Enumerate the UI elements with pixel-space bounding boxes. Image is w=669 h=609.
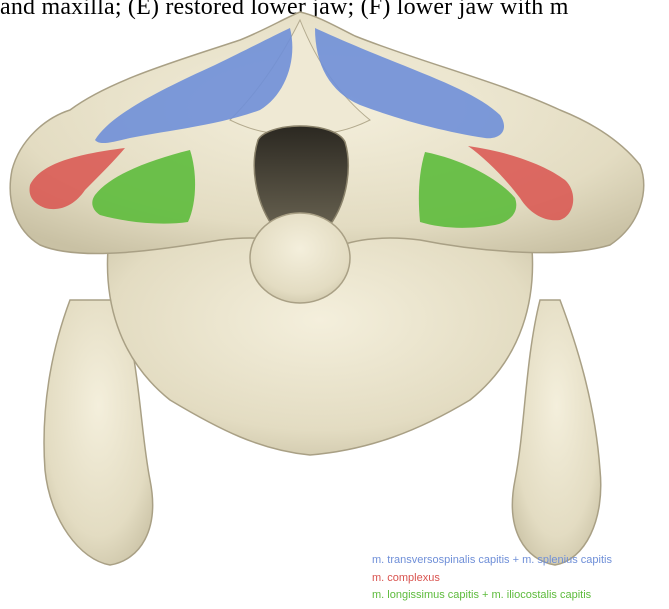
occipital-condyle: [250, 213, 350, 303]
right-quadrate-process: [512, 300, 600, 565]
legend-item-longissimus: m. longissimus capitis + m. iliocostalis…: [372, 587, 612, 605]
legend-item-transversospinalis: m. transversospinalis capitis + m. splen…: [372, 552, 612, 570]
legend-item-complexus: m. complexus: [372, 570, 612, 588]
muscle-legend: m. transversospinalis capitis + m. splen…: [372, 552, 612, 605]
